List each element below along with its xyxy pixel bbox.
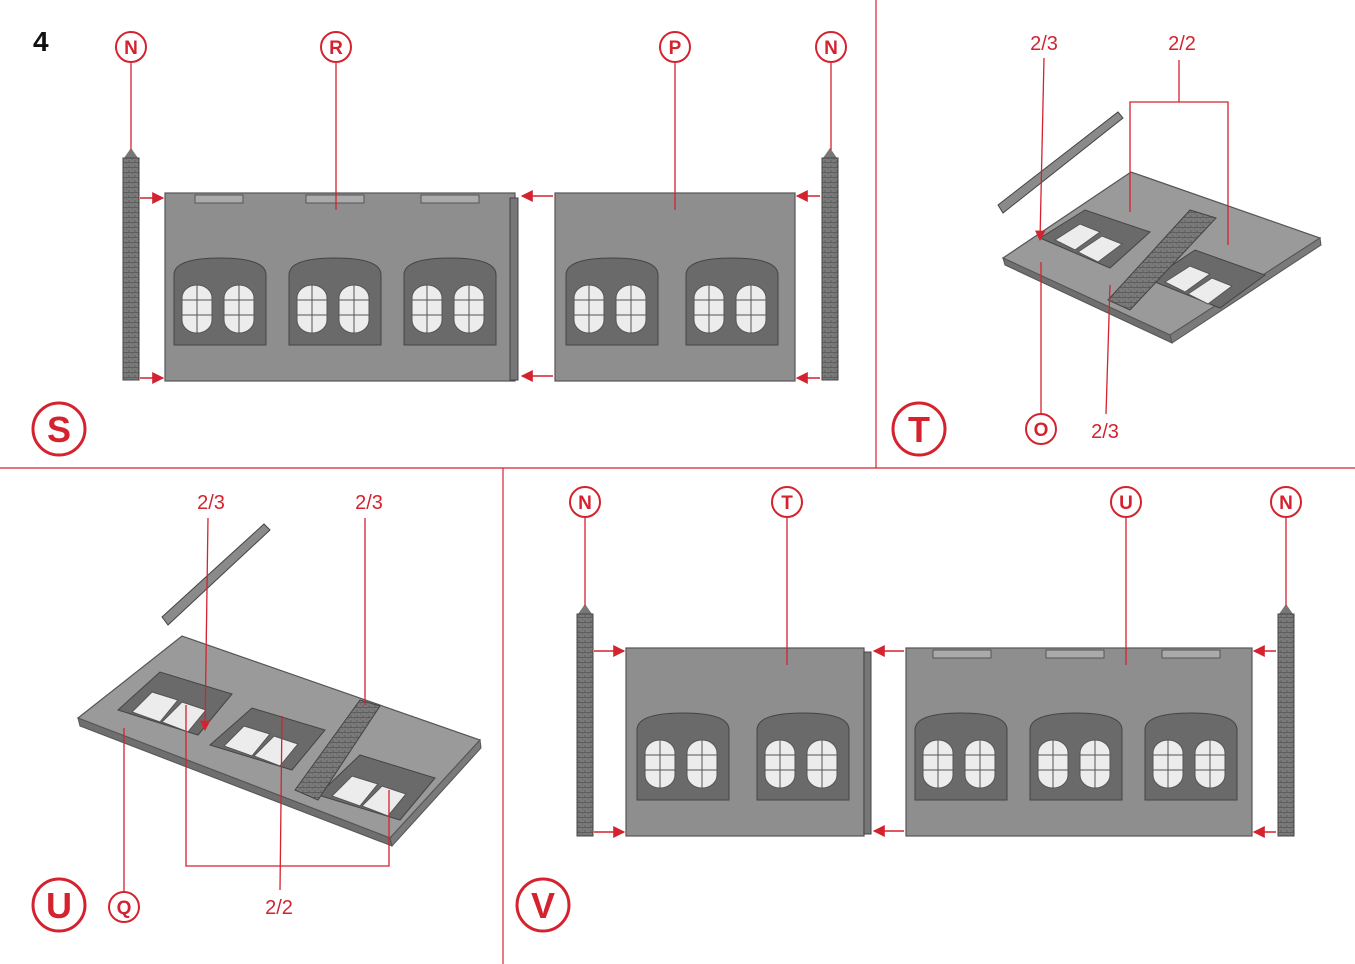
pillar-n-left-v [577,604,593,836]
panel-s: N R P N S [33,32,846,455]
wall-p [555,193,795,381]
callout-p: P [669,38,682,59]
panel-t: 2/3 2/2 O 2/3 T [893,33,1321,455]
callout-o: O [1034,420,1049,441]
pillar-n-right-v [1278,604,1294,836]
panel-label-v: V [531,885,555,926]
wall-r [165,193,518,381]
panel-label-t: T [908,409,930,450]
wall-u [906,648,1252,836]
callout-n-right: N [824,38,838,59]
callout-n-left: N [124,38,138,59]
callout-q: Q [117,898,132,919]
callout-u: U [1119,493,1133,514]
callouts-v [570,487,1301,665]
callout-u-bottom: 2/2 [265,897,293,919]
callout-r: R [329,38,343,59]
panel-u: 2/3 2/3 Q 2/2 U [33,492,481,931]
panel-label-s: S [47,409,71,450]
cornice-strip-u [162,524,270,625]
pillar-n-left [123,148,139,380]
callout-t-top-right: 2/2 [1168,33,1196,55]
callout-u-top-left: 2/3 [197,492,225,514]
callouts-s [116,32,846,210]
callout-n-left-v: N [578,493,592,514]
panel-label-u: U [46,885,72,926]
callout-t-top-left: 2/3 [1030,33,1058,55]
callout-n-right-v: N [1279,493,1293,514]
callout-t-bottom: 2/3 [1091,421,1119,443]
pillar-n-right [822,148,838,380]
panel-v: N T U N V [517,487,1301,931]
wall-t [626,648,871,836]
callout-u-top-right: 2/3 [355,492,383,514]
callout-t: T [781,493,793,514]
